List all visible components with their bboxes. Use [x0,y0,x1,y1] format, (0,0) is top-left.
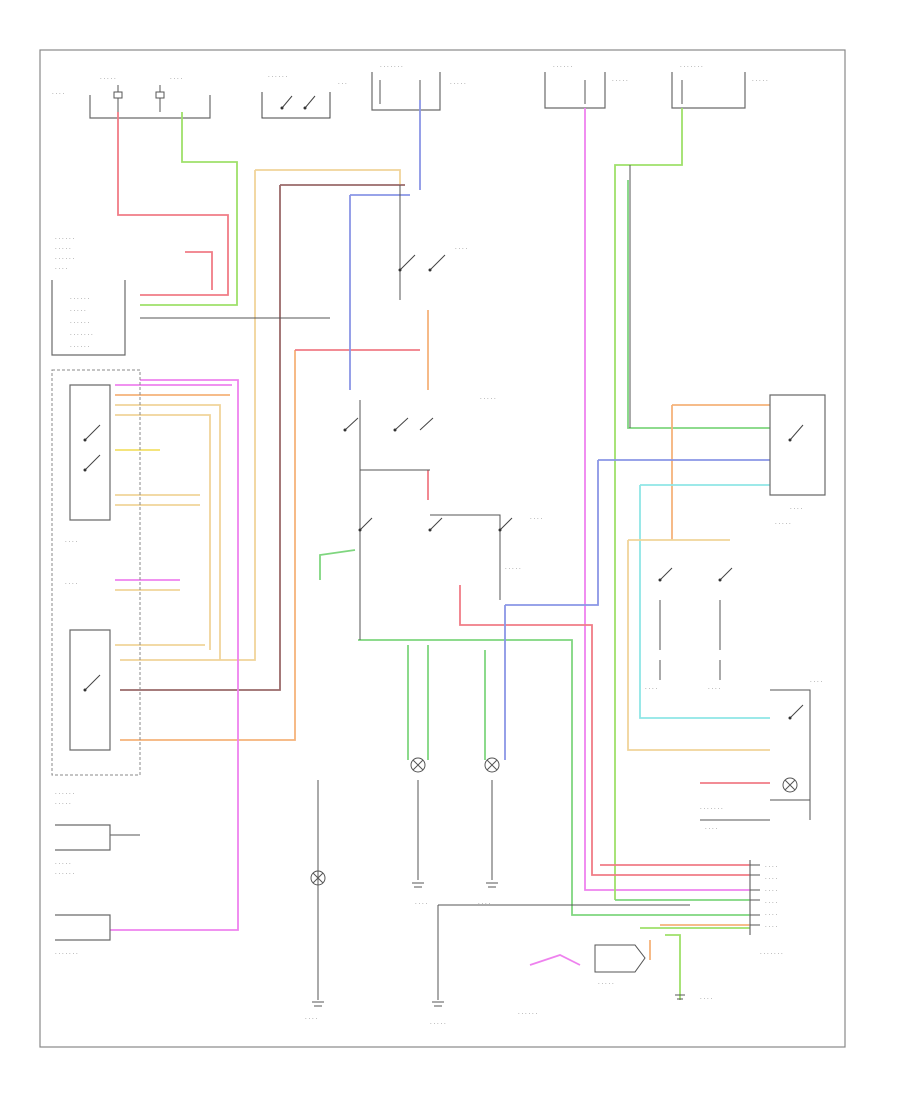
svg-text:· · · · · · ·: · · · · · · · [680,64,703,70]
svg-text:· · · ·: · · · · [708,686,720,692]
wire-orange-1 [120,350,296,741]
svg-text:· · · ·: · · · · [55,266,67,272]
svg-text:· · · · · ·: · · · · · · [70,344,89,350]
svg-text:· · · · · · ·: · · · · · · · [380,64,403,70]
svg-text:· · · · · ·: · · · · · · [55,871,74,877]
wire-red-2 [185,251,213,290]
svg-text:· · · · · · ·: · · · · · · · [55,951,78,957]
svg-text:· · · ·: · · · · [700,996,712,1002]
wire-green-1 [140,112,238,306]
svg-text:· · · ·: · · · · [765,900,777,906]
svg-text:· · · · · ·: · · · · · · [55,791,74,797]
svg-text:· · · ·: · · · · [705,826,717,832]
high-beam-indicator: · · · · [305,870,326,1022]
svg-text:· · · ·: · · · · [415,901,427,907]
svg-text:· · · · ·: · · · · · [55,861,71,867]
svg-text:· · · ·: · · · · [790,506,802,512]
svg-text:· · · ·: · · · · [65,539,77,545]
wire-green-2 [614,108,683,900]
svg-text:· · · ·: · · · · [170,76,182,82]
svg-text:· · · ·: · · · · [530,516,542,522]
svg-text:· · · · · ·: · · · · · · [55,236,74,242]
ground-center: · · · · · [430,1001,446,1027]
fuse-block-right: · · · · · · · · · · · · [671,64,768,109]
diagram-frame [39,49,846,1048]
fuse-block-left: · · · · · · · · · · · · · [52,76,211,119]
svg-text:· · · ·: · · · · [478,901,490,907]
svg-text:· · · · · ·: · · · · · · [553,64,572,70]
headlamp-switch: · · · · · · · · · · · · · · · · · · · [51,369,141,807]
left-headlamp: · · · · [410,757,427,907]
daytime-running-lamp-module: · · · · · · · · · · · · · · · [518,944,712,1017]
instrument-cluster: · · · · · · · · · · · · · · · · · · · · … [749,860,783,957]
svg-text:· · · · · ·: · · · · · · [518,1011,537,1017]
svg-text:· · · · ·: · · · · · [430,1021,446,1027]
wire-brown-1 [120,185,281,691]
fog-lamp-indicator: · · · · · · · · · · · [700,777,798,832]
svg-text:· · · · ·: · · · · · [70,308,86,314]
svg-text:· · · · · · ·: · · · · · · · [70,332,93,338]
svg-text:· · · · ·: · · · · · [598,981,614,987]
svg-text:· · · · · ·: · · · · · · [268,74,287,80]
dimmer-switch: · · · · · · · · · [343,246,496,432]
fog-lamps: · · · · · · · · · · · · · [645,521,791,692]
svg-text:· · · · · ·: · · · · · · [70,320,89,326]
svg-text:· · ·: · · · [338,81,347,87]
wire-green-4 [319,549,356,580]
svg-text:· · · · · ·: · · · · · · [70,296,89,302]
svg-text:· · · ·: · · · · [765,864,777,870]
svg-text:· · · · ·: · · · · · [752,78,768,84]
svg-text:· · · ·: · · · · [455,246,467,252]
svg-text:· · · ·: · · · · [765,912,777,918]
lighting-control-module: · · · · · · · · · · · · · · · · · · · · … [51,236,126,356]
svg-text:· · · · · ·: · · · · · · [55,256,74,262]
svg-text:· · · · ·: · · · · · [612,78,628,84]
wires [110,100,770,1000]
wire-tan-1 [120,170,256,661]
black-wires [110,165,811,1000]
generic-electronic-module: · · · · · · · · · · · · · · · · · · [55,824,111,957]
svg-text:· · · ·: · · · · [810,679,822,685]
svg-text:· · · ·: · · · · [765,876,777,882]
svg-text:· · · · ·: · · · · · [480,396,496,402]
relay-contacts: · · · · · · · · · [358,516,542,572]
svg-text:· · · ·: · · · · [65,581,77,587]
wire-pink-1 [584,108,750,891]
svg-text:· · · · · · ·: · · · · · · · [760,951,783,957]
fog-lamp-switch: · · · · [788,679,822,720]
svg-text:· · · ·: · · · · [765,924,777,930]
svg-text:· · · · ·: · · · · · [55,246,71,252]
svg-text:· · · ·: · · · · [645,686,657,692]
fog-lamp-relay: · · · · [769,394,826,512]
svg-text:· · · · ·: · · · · · [55,801,71,807]
svg-text:· · · ·: · · · · [765,888,777,894]
right-headlamp: · · · · [478,757,500,907]
svg-text:· · · · ·: · · · · · [775,521,791,527]
ignition-switch: · · · · · · · · · [261,74,347,119]
fuse-block-right-a: · · · · · · · · · · · [544,64,628,109]
svg-text:· · · · · · ·: · · · · · · · [700,806,723,812]
svg-text:· · · ·: · · · · [52,91,64,97]
fuse-block-center: · · · · · · · · · · · · [371,64,466,111]
svg-text:· · · · ·: · · · · · [505,566,521,572]
svg-text:· · · ·: · · · · [305,1016,317,1022]
wire-red-1 [117,112,229,296]
svg-text:· · · · ·: · · · · · [450,81,466,87]
svg-text:· · · · ·: · · · · · [100,76,116,82]
